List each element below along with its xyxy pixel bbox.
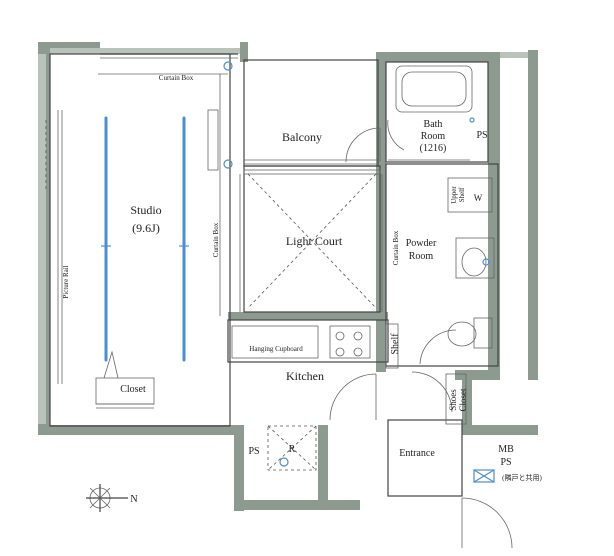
label-picture-rail: Picture Rail: [62, 265, 70, 298]
label-shoes-closet-2: Closet: [458, 388, 468, 412]
label-upper-shelf-1: Upper: [450, 186, 458, 204]
label-entrance: Entrance: [399, 448, 435, 459]
label-ps-lower: PS: [248, 446, 259, 457]
label-bath-room-2: Room: [421, 131, 446, 142]
label-mb-note: (隣戸と共用): [502, 473, 542, 482]
kitchen: [227, 319, 399, 471]
label-mb: MB: [498, 444, 514, 455]
label-bath-room-1: Bath: [424, 119, 443, 130]
label-ps-bath: PS: [476, 130, 487, 141]
label-light-court: Light Court: [286, 234, 343, 248]
label-kitchen: Kitchen: [286, 369, 324, 383]
label-curtain-box-top: Curtain Box: [159, 74, 194, 82]
label-curtain-box-side: Curtain Box: [212, 222, 220, 257]
label-upper-shelf-2: Shelf: [458, 187, 466, 202]
entrance: [387, 371, 513, 549]
label-powder-room-1: Powder: [406, 238, 437, 249]
label-studio-area: (9.6J): [132, 221, 160, 235]
powder-room: [385, 163, 499, 367]
label-closet: Closet: [120, 384, 146, 395]
exterior-walls: [38, 42, 538, 511]
label-curtain-box-powder: Curtain Box: [392, 230, 400, 265]
light-court: [239, 165, 387, 313]
label-shoes-closet-1: Shoes: [448, 389, 458, 411]
label-compass-n: N: [130, 494, 137, 505]
label-hanging-cupboard: Hanging Cupboard: [249, 345, 303, 353]
label-studio: Studio: [130, 203, 161, 217]
label-balcony: Balcony: [282, 130, 322, 144]
bath-room: [385, 61, 489, 163]
label-bath-room-size: (1216): [420, 143, 447, 154]
label-shelf: Shelf: [390, 333, 401, 355]
studio-room: [45, 53, 238, 427]
label-mb-ps: PS: [500, 457, 511, 468]
label-powder-room-2: Room: [409, 251, 434, 262]
label-washer: W: [474, 193, 483, 203]
compass-rose: [86, 484, 128, 512]
label-refrigerator: R: [289, 444, 296, 455]
balcony: [243, 59, 381, 167]
